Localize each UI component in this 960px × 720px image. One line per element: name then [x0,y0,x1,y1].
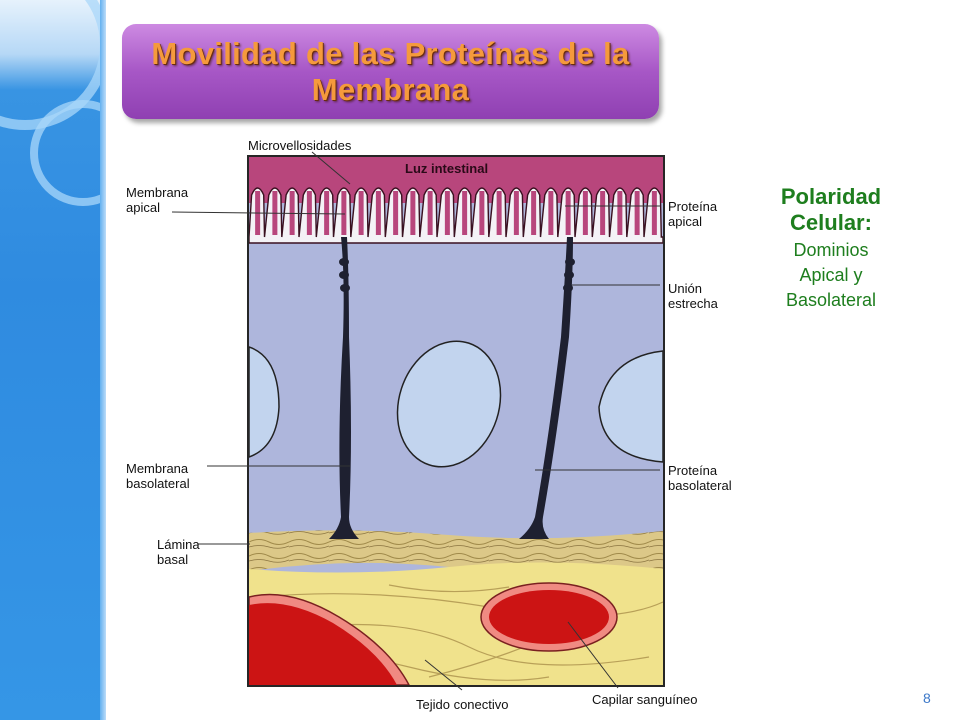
nucleus-center [396,340,502,468]
epithelium-diagram [247,155,665,687]
nucleus-left [249,346,280,458]
sidebar-ring-small [30,100,106,206]
label-basolateral-protein: Proteína basolateral [668,463,732,493]
slide-title: Movilidad de las Proteínas de la Membran… [151,35,630,107]
lateral-membrane-left [329,237,359,539]
page-number: 8 [923,690,931,706]
label-microvilli: Microvellosidades [248,138,352,153]
polarity-note-body: Dominios Apical y Basolateral [785,240,877,310]
capillary-right [489,590,609,644]
lateral-membrane-right [519,237,573,539]
label-connective-tissue: Tejido conectivo [416,697,509,712]
polarity-note-heading: Polaridad Celular: [780,184,882,235]
basal-lamina-fibers [249,530,663,573]
label-basal-lamina: Lámina basal [157,537,200,567]
capillary-left [249,603,397,685]
slide-title-box: Movilidad de las Proteínas de la Membran… [122,24,659,119]
label-blood-capillary: Capilar sanguíneo [592,692,698,707]
polarity-note: Polaridad Celular: Dominios Apical y Bas… [752,184,910,313]
label-apical-protein: Proteína apical [668,199,718,229]
label-basolateral-membrane: Membrana basolateral [126,461,190,491]
nucleus-right [598,350,663,463]
label-tight-junction: Unión estrecha [668,281,718,311]
sidebar-edge [100,0,106,720]
tight-junction-beads [339,258,575,292]
label-apical-membrane: Membrana apical [126,185,189,215]
label-intestinal-lumen: Luz intestinal [405,161,489,176]
decorative-sidebar [0,0,106,720]
epithelium-illustration [249,157,663,685]
microvilli-outline [249,187,663,244]
